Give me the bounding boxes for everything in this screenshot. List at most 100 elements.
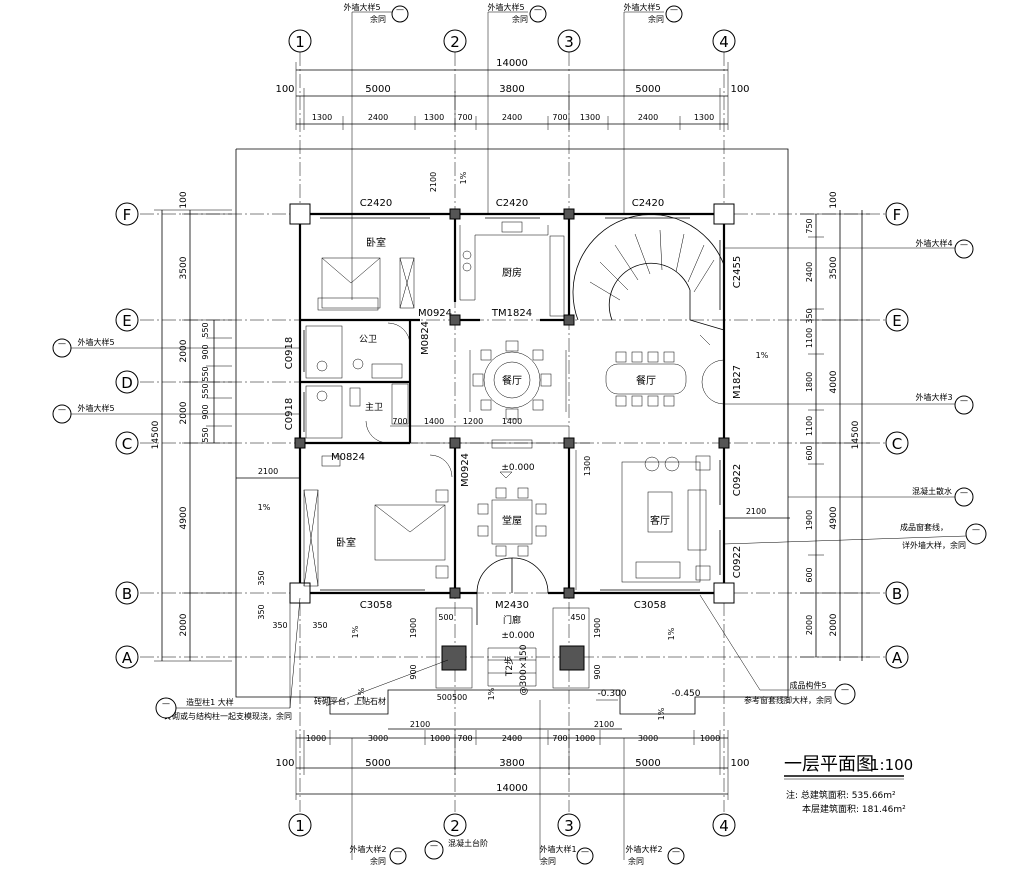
svg-text:1%: 1% <box>258 503 271 512</box>
svg-text:700: 700 <box>457 734 472 743</box>
svg-text:350: 350 <box>257 604 266 619</box>
svg-text:余同: 余同 <box>648 14 664 24</box>
svg-text:—: — <box>841 685 849 694</box>
svg-text:1: 1 <box>295 33 305 51</box>
svg-text:C0918: C0918 <box>284 337 295 369</box>
svg-text:C: C <box>892 435 902 453</box>
svg-text:450: 450 <box>570 613 585 622</box>
svg-text:3000: 3000 <box>638 734 658 743</box>
svg-text:3500: 3500 <box>829 256 839 279</box>
svg-text:700: 700 <box>552 113 567 122</box>
svg-text:—: — <box>58 339 66 348</box>
svg-text:4: 4 <box>719 33 729 51</box>
svg-text:M0924: M0924 <box>418 308 452 319</box>
svg-text:外墙大样5: 外墙大样5 <box>623 2 660 12</box>
svg-text:100: 100 <box>179 191 189 208</box>
axis-bubble-F-right: F <box>885 202 909 226</box>
svg-text:成品窗套线，: 成品窗套线， <box>900 522 948 532</box>
svg-text:E: E <box>892 312 901 330</box>
svg-text:外墙大样1: 外墙大样1 <box>539 844 576 854</box>
svg-text:3: 3 <box>564 33 574 51</box>
svg-text:M2430: M2430 <box>495 600 529 611</box>
room-labels: 卧室 厨房 公卫 主卫 餐厅 餐厅 卧室 堂屋 客厅 门廊 <box>336 236 670 626</box>
svg-text:100: 100 <box>275 758 294 769</box>
room-label-master-wc: 主卫 <box>365 401 383 413</box>
svg-text:2000: 2000 <box>805 615 814 635</box>
svg-text:14500: 14500 <box>851 420 861 449</box>
axis-bubble-1-bottom: 1 <box>288 813 312 837</box>
svg-text:外墙大样3: 外墙大样3 <box>915 392 952 402</box>
dining-furniture <box>469 340 687 420</box>
svg-text:14500: 14500 <box>151 420 161 449</box>
svg-text:1200: 1200 <box>463 417 483 426</box>
svg-text:14000: 14000 <box>496 783 528 794</box>
svg-text:外墙大样5: 外墙大样5 <box>77 337 114 347</box>
svg-text:1400: 1400 <box>424 417 444 426</box>
svg-text:1900: 1900 <box>409 618 418 638</box>
svg-text:±0.000: ±0.000 <box>501 631 535 641</box>
level-marks: ±0.000 ±0.000 -0.300 -0.450 <box>499 463 701 701</box>
svg-text:D: D <box>121 374 133 392</box>
axis-bubble-4-bottom: 4 <box>712 813 736 837</box>
svg-text:2400: 2400 <box>805 262 814 282</box>
svg-text:M0824: M0824 <box>331 452 365 463</box>
svg-text:5000: 5000 <box>365 84 390 95</box>
axis-bubble-3-top: 3 <box>557 29 581 53</box>
room-label-public-wc: 公卫 <box>359 334 377 345</box>
svg-text:900: 900 <box>201 344 210 359</box>
kitchen-furniture <box>459 221 565 317</box>
svg-text:—: — <box>960 396 968 405</box>
svg-text:1%: 1% <box>487 687 496 700</box>
svg-text:3800: 3800 <box>499 84 524 95</box>
svg-text:—: — <box>972 525 980 534</box>
svg-text:1%: 1% <box>459 171 468 184</box>
svg-text:—: — <box>430 841 438 850</box>
bedroom2-furniture <box>303 455 449 587</box>
svg-text:700: 700 <box>552 734 567 743</box>
room-label-living: 客厅 <box>650 514 670 527</box>
svg-text:2400: 2400 <box>502 734 522 743</box>
top-dimensions: 14000 100 5000 3800 5000 100 1300 2400 1… <box>275 58 749 192</box>
bottom-dimensions: 2100 2100 1000 3000 1000 700 2400 700 10… <box>275 720 750 800</box>
svg-text:550: 550 <box>201 322 210 337</box>
svg-text:14000: 14000 <box>496 58 528 69</box>
svg-text:900: 900 <box>201 404 210 419</box>
axis-bubble-2-top: 2 <box>443 29 467 53</box>
svg-text:-0.450: -0.450 <box>671 689 700 699</box>
svg-text:5000: 5000 <box>635 758 660 769</box>
svg-text:—: — <box>162 699 170 708</box>
svg-text:1%: 1% <box>657 707 666 720</box>
svg-text:—: — <box>534 5 542 14</box>
svg-text:900: 900 <box>593 664 602 679</box>
svg-text:2400: 2400 <box>638 113 658 122</box>
svg-text:1100: 1100 <box>805 328 814 348</box>
svg-text:4900: 4900 <box>179 506 189 529</box>
svg-text:1900: 1900 <box>593 618 602 638</box>
room-label-kitchen: 厨房 <box>502 266 522 279</box>
svg-text:M1827: M1827 <box>732 365 743 399</box>
svg-text:2100: 2100 <box>594 720 614 729</box>
room-label-dining: 餐厅 <box>502 374 522 387</box>
svg-text:100: 100 <box>730 758 749 769</box>
svg-text:C2420: C2420 <box>632 198 664 209</box>
svg-text:350: 350 <box>257 570 266 585</box>
svg-text:砖砌平台，上贴石材: 砖砌平台，上贴石材 <box>314 696 386 706</box>
svg-text:350: 350 <box>272 621 287 630</box>
svg-text:1900: 1900 <box>805 510 814 530</box>
inner-dimensions: 700 1400 1200 1400 1300 500 450 1900 190… <box>390 417 602 702</box>
svg-text:1300: 1300 <box>424 113 444 122</box>
svg-text:2400: 2400 <box>502 113 522 122</box>
svg-text:外墙大样2: 外墙大样2 <box>349 844 386 854</box>
svg-text:1000: 1000 <box>306 734 326 743</box>
axis-bubble-B-right: B <box>885 581 909 605</box>
svg-text:1100: 1100 <box>805 416 814 436</box>
svg-text:100: 100 <box>829 191 839 208</box>
svg-text:—: — <box>581 847 589 856</box>
svg-text:成品构件5: 成品构件5 <box>789 680 826 690</box>
svg-text:1300: 1300 <box>694 113 714 122</box>
svg-text:700: 700 <box>392 417 407 426</box>
left-dimensions: 14500 100 3500 2000 2000 4900 2000 550 9… <box>151 191 328 662</box>
svg-text:参考窗套线脚大样，余同: 参考窗套线脚大样，余同 <box>744 695 832 705</box>
axis-bubble-1-top: 1 <box>288 29 312 53</box>
svg-text:—: — <box>58 405 66 414</box>
